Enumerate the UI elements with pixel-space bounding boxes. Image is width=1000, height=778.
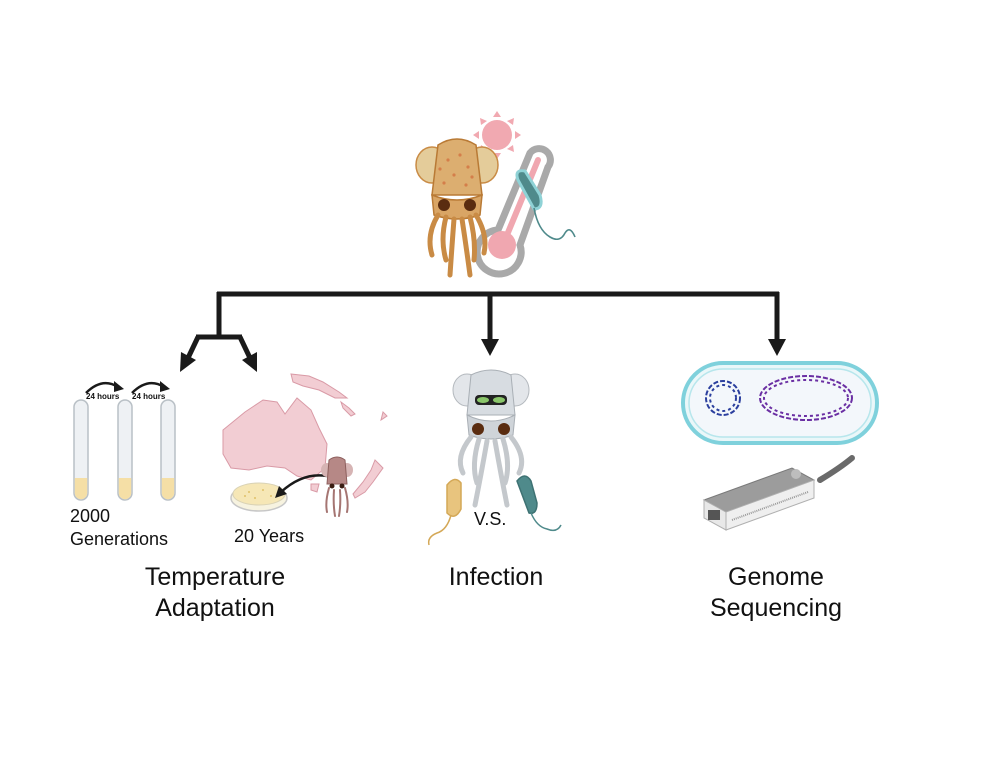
interval-label: 24 hours: [86, 392, 120, 401]
arrowhead-left-a: [180, 352, 196, 372]
sun-icon: [473, 111, 521, 159]
plasmid-dna-icon: [705, 380, 741, 416]
bacterium-icon: [515, 169, 576, 241]
arrowhead-right: [768, 339, 786, 356]
generations-unit: Generations: [70, 528, 169, 549]
arrowhead-left-b: [242, 352, 257, 372]
title-line: Genome: [728, 563, 824, 591]
generations-caption: 2000 Generations: [70, 505, 168, 550]
branch-title-genome-sequencing: Genome Sequencing: [700, 562, 852, 625]
genome-illustration: [681, 361, 879, 531]
australia-map-illustration: [222, 373, 388, 517]
squid-icon: [452, 369, 530, 508]
title-line: Temperature: [144, 563, 286, 591]
bacterium-icon: [427, 478, 462, 546]
left-split-b: [237, 335, 253, 360]
bacterial-cell-icon: [681, 361, 879, 445]
generations-count: 2000: [70, 506, 111, 526]
top-illustration: [415, 111, 576, 278]
interval-label: 24 hours: [132, 392, 166, 401]
left-split-a: [185, 335, 201, 360]
bacterium-icon: [516, 475, 562, 532]
versus-label: V.S.: [474, 509, 507, 529]
infection-illustration: [427, 369, 562, 546]
test-tube: [160, 399, 176, 501]
branch-title-infection: Infection: [448, 563, 544, 591]
years-caption: 20 Years: [234, 526, 305, 546]
sequencer-device-icon: [702, 455, 855, 531]
title-line: Sequencing: [709, 594, 843, 623]
branch-lines: [185, 291, 780, 360]
arrowhead-middle: [481, 339, 499, 356]
branch-title-temperature-adaptation: Temperature Adaptation: [120, 562, 310, 625]
squid-icon: [321, 456, 353, 517]
title-line: Adaptation: [155, 594, 275, 623]
test-tubes-illustration: [73, 381, 176, 501]
test-tube: [73, 399, 89, 501]
test-tube: [117, 399, 133, 501]
squid-icon: [415, 138, 499, 278]
australia-map: [222, 373, 388, 499]
chromosome-dna-icon: [759, 375, 853, 421]
